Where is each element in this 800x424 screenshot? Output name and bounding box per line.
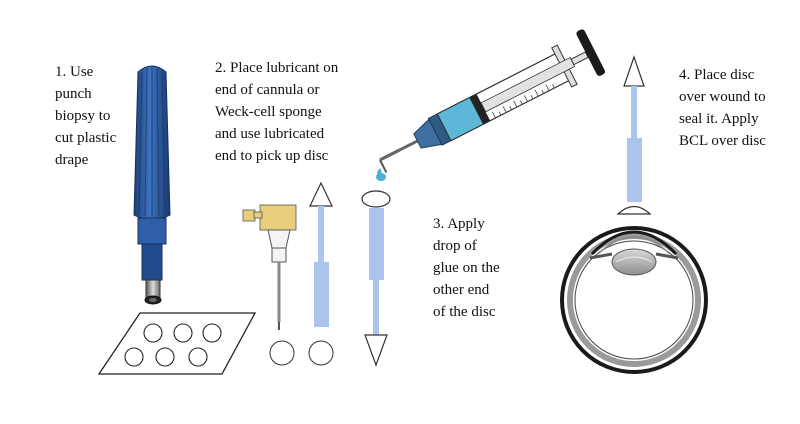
step-2-text: Place lubricant on end of cannula or Wec… bbox=[215, 60, 339, 164]
weck-cell-sponge-icon bbox=[308, 181, 334, 366]
step-1-text: Use punch biopsy to cut plastic drape bbox=[55, 64, 117, 168]
step-3-caption: 3. Apply drop of glue on the other end o… bbox=[433, 213, 500, 316]
step-3-text: Apply drop of glue on the other end of t… bbox=[433, 216, 500, 316]
plastic-drape-icon bbox=[97, 312, 257, 375]
cannula-icon bbox=[242, 204, 297, 366]
step-3-number: 3. bbox=[433, 216, 445, 232]
eye-cross-section-icon bbox=[560, 226, 708, 374]
glue-drop-icon bbox=[376, 168, 386, 181]
syringe-icon bbox=[379, 29, 606, 173]
step-1-caption: 1. Use punch biopsy to cut plastic drape bbox=[55, 61, 116, 171]
step-4-text: Place disc over wound to seal it. Apply … bbox=[679, 67, 766, 149]
step-2-caption: 2. Place lubricant on end of cannula or … bbox=[215, 57, 338, 167]
punch-biopsy-tool-icon bbox=[133, 65, 171, 305]
step-4-caption: 4. Place disc over wound to seal it. App… bbox=[679, 64, 766, 152]
disc-stick-icon bbox=[361, 190, 391, 367]
step-4-number: 4. bbox=[679, 67, 691, 83]
disc-stick-up-icon bbox=[616, 55, 652, 215]
step-2-number: 2. bbox=[215, 60, 227, 76]
step-1-number: 1. bbox=[55, 64, 67, 80]
